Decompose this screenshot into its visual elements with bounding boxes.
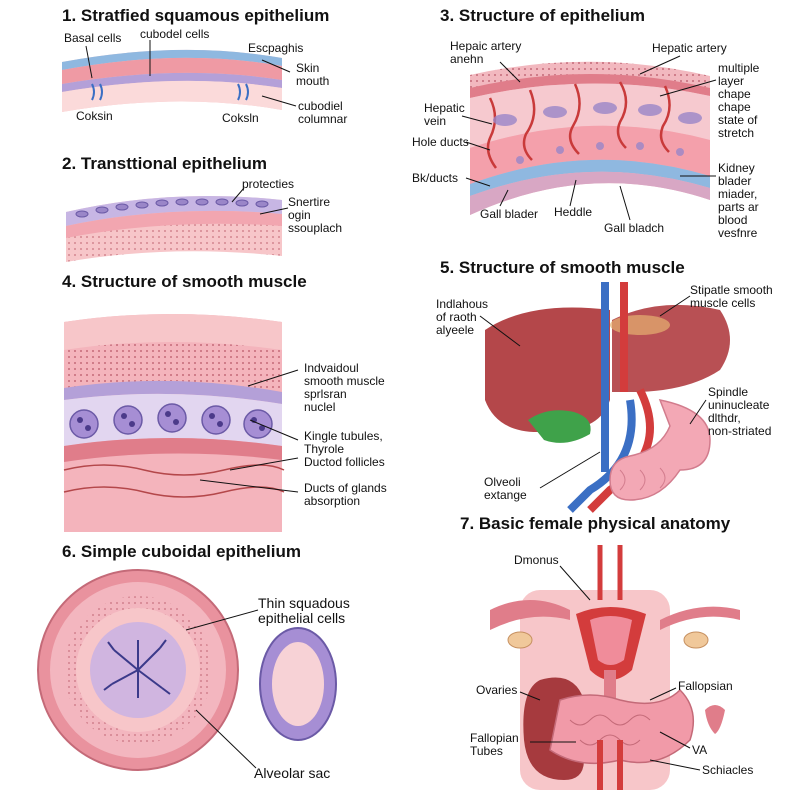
label-gall-blader: Gall blader: [480, 207, 539, 221]
liver-illustration: [479, 282, 730, 513]
label-individual-smooth-muscle: Indvaidoul smooth muscle sprlsran nuclel: [304, 361, 385, 414]
label-fallopsian: Fallopsian: [678, 679, 733, 693]
label-esophagus: Escpaghis: [248, 41, 304, 55]
panel-title-3: 3. Structure of epithelium: [440, 6, 645, 25]
label-hepatic-artery-right: Hepatic artery: [652, 41, 727, 55]
label-multiple-layer: multiple layer chape chape state of stre…: [718, 61, 760, 140]
label-schiacles: Schiacles: [702, 763, 754, 777]
label-snertire: Snertire ogin ssouplach: [288, 195, 343, 235]
label-alveolar-sac: Alveolar sac: [254, 765, 331, 781]
label-hepatic-vein: Hepatic vein: [424, 101, 465, 128]
label-va: VA: [692, 743, 708, 757]
label-dimonus: Dmonus: [514, 553, 559, 567]
label-protecties: protecties: [242, 177, 295, 191]
label-cuboidal-cells: cubodel cells: [140, 27, 210, 41]
panel-title-5: 5. Structure of smooth muscle: [440, 258, 685, 277]
label-stipatle-smooth-muscle: Stipatle smooth muscle cells: [690, 283, 773, 310]
label-olveoli: Olveoli extange: [484, 475, 527, 502]
cuboidal-epithelium: [37, 569, 337, 771]
label-cuboidal-columnar: cubodiel columnar: [298, 99, 348, 126]
label-ducts-of-glands: Ducts of glands absorption: [304, 481, 387, 508]
label-ovaries: Ovaries: [476, 683, 518, 697]
stratified-squamous-tissue: [62, 40, 297, 112]
female-anatomy: [490, 545, 740, 790]
panel-title-2: 2. Transttional epithelium: [62, 154, 267, 173]
label-kidney: Kidney blader miader, parts ar blood ves…: [718, 161, 759, 240]
label-kingle-tubules: Kingle tubules, Thyrole Ductod follicles: [304, 429, 385, 469]
label-basal-cells: Basal cells: [64, 31, 122, 45]
panel-title-7: 7. Basic female physical anatomy: [460, 514, 731, 533]
transitional-tissue: [66, 187, 289, 262]
panel-title-6: 6. Simple cuboidal epithelium: [62, 542, 301, 561]
panel-title-1: 1. Stratfied squamous epithelium: [62, 6, 330, 25]
label-gall-bladch: Gall bladch: [604, 221, 665, 235]
label-bile-ducts: Bk/ducts: [412, 171, 459, 185]
label-heddle: Heddle: [554, 205, 593, 219]
label-hole-ducts: Hole ducts: [412, 135, 469, 149]
panel-title-4: 4. Structure of smooth muscle: [62, 272, 307, 291]
label-coksin-right: Coksln: [222, 111, 259, 125]
label-coksin-left: Coksin: [76, 109, 113, 123]
label-skin-mouth: Skin mouth: [296, 61, 330, 88]
epithelium-structure: [461, 55, 717, 221]
smooth-muscle-structure: [63, 314, 299, 532]
label-thin-squamous: Thin squadous epithelial cells: [258, 595, 350, 626]
label-hepatic-artery-left: Hepaic artery anehn: [450, 39, 522, 66]
label-fallopian-tubes: Fallopian Tubes: [470, 731, 519, 758]
label-indlahous: Indlahous of raoth alyeele: [436, 297, 489, 337]
label-spindle: Spindle uninucleate dlthdr, non-striated: [708, 385, 772, 438]
